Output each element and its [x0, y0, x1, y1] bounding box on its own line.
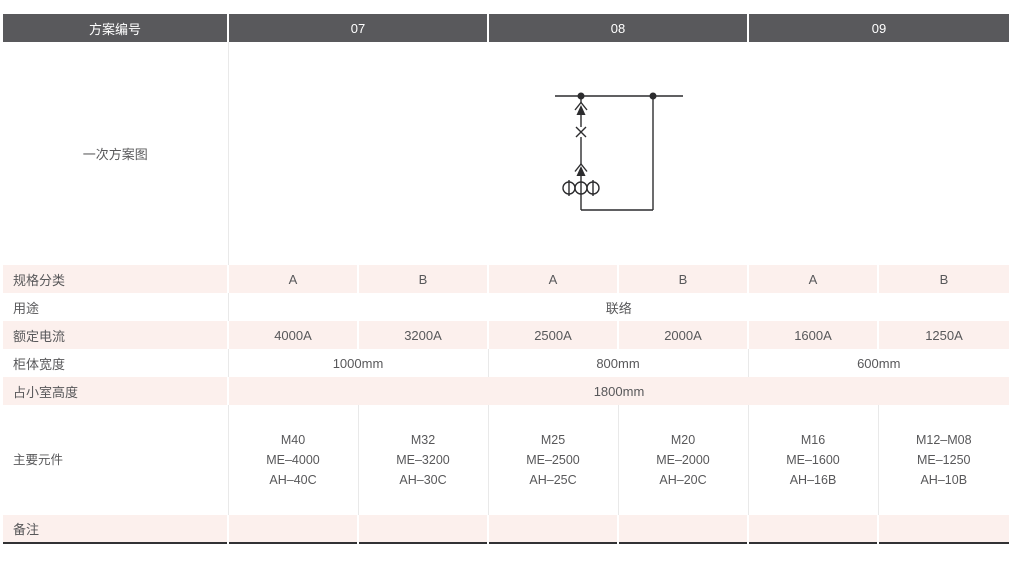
row-spec-class: 规格分类 A B A B A B	[3, 265, 1009, 293]
cabinet-width-cell: 800mm	[487, 349, 748, 377]
row-label-room-height: 占小室高度	[3, 377, 228, 405]
scheme-spec-table: 方案编号 07 08 09 一次方案图	[3, 14, 1009, 544]
rated-current-cell: 3200A	[357, 321, 488, 349]
rated-current-cell: 2500A	[487, 321, 618, 349]
arrow-lower	[576, 165, 586, 176]
rated-current-cell: 1250A	[877, 321, 1009, 349]
row-room-height: 占小室高度 1800mm	[3, 377, 1009, 405]
remarks-cell	[747, 515, 878, 543]
main-components-cell: M40 ME–4000 AH–40C	[227, 405, 358, 515]
spec-class-cell: B	[617, 265, 748, 293]
spec-class-cell: A	[227, 265, 358, 293]
row-primary-diagram: 一次方案图	[3, 42, 1009, 265]
row-usage: 用途 联络	[3, 293, 1009, 321]
main-components-cell: M20 ME–2000 AH–20C	[617, 405, 748, 515]
spec-class-cell: A	[747, 265, 878, 293]
row-label-spec-class: 规格分类	[3, 265, 228, 293]
row-label-usage: 用途	[3, 293, 228, 321]
arrow-upper	[576, 104, 586, 115]
row-label-rated-current: 额定电流	[3, 321, 228, 349]
bus-node-right	[649, 92, 657, 99]
rated-current-cell: 2000A	[617, 321, 748, 349]
spec-class-cell: B	[357, 265, 488, 293]
spec-class-cell: B	[877, 265, 1009, 293]
spec-class-cell: A	[487, 265, 618, 293]
header-col-09: 09	[747, 14, 1009, 42]
cabinet-width-cell: 1000mm	[227, 349, 488, 377]
rated-current-cell: 1600A	[747, 321, 878, 349]
primary-diagram-cell	[227, 42, 1009, 265]
main-components-cell: M25 ME–2500 AH–25C	[487, 405, 618, 515]
single-line-diagram-icon	[554, 92, 683, 211]
remarks-cell	[617, 515, 748, 543]
header-scheme-number-label: 方案编号	[3, 14, 228, 42]
cabinet-width-cell: 600mm	[747, 349, 1009, 377]
header-col-08: 08	[487, 14, 748, 42]
remarks-cell	[877, 515, 1009, 543]
row-remarks: 备注	[3, 515, 1009, 543]
bus-node-left	[577, 92, 585, 99]
row-rated-current: 额定电流 4000A 3200A 2500A 2000A 1600A 1250A	[3, 321, 1009, 349]
header-row: 方案编号 07 08 09	[3, 14, 1009, 42]
main-components-cell: M32 ME–3200 AH–30C	[357, 405, 488, 515]
remarks-cell	[357, 515, 488, 543]
row-main-components: 主要元件 M40 ME–4000 AH–40C M32 ME–3200 AH–3…	[3, 405, 1009, 515]
main-components-cell: M12–M08 ME–1250 AH–10B	[877, 405, 1009, 515]
remarks-cell	[487, 515, 618, 543]
remarks-cell	[227, 515, 358, 543]
breaker-x-symbol	[575, 126, 587, 137]
row-cabinet-width: 柜体宽度 1000mm 800mm 600mm	[3, 349, 1009, 377]
room-height-cell: 1800mm	[227, 377, 1009, 405]
main-components-cell: M16 ME–1600 AH–16B	[747, 405, 878, 515]
drawout-contact-upper	[574, 100, 588, 110]
drawout-contact-lower	[574, 162, 588, 172]
row-label-primary-diagram: 一次方案图	[3, 42, 228, 265]
row-label-cabinet-width: 柜体宽度	[3, 349, 228, 377]
usage-cell: 联络	[227, 293, 1009, 321]
row-label-remarks: 备注	[3, 515, 228, 543]
header-col-07: 07	[227, 14, 488, 42]
rated-current-cell: 4000A	[227, 321, 358, 349]
row-label-main-components: 主要元件	[3, 405, 228, 515]
catalog-page: 方案编号 07 08 09 一次方案图	[0, 14, 1012, 544]
